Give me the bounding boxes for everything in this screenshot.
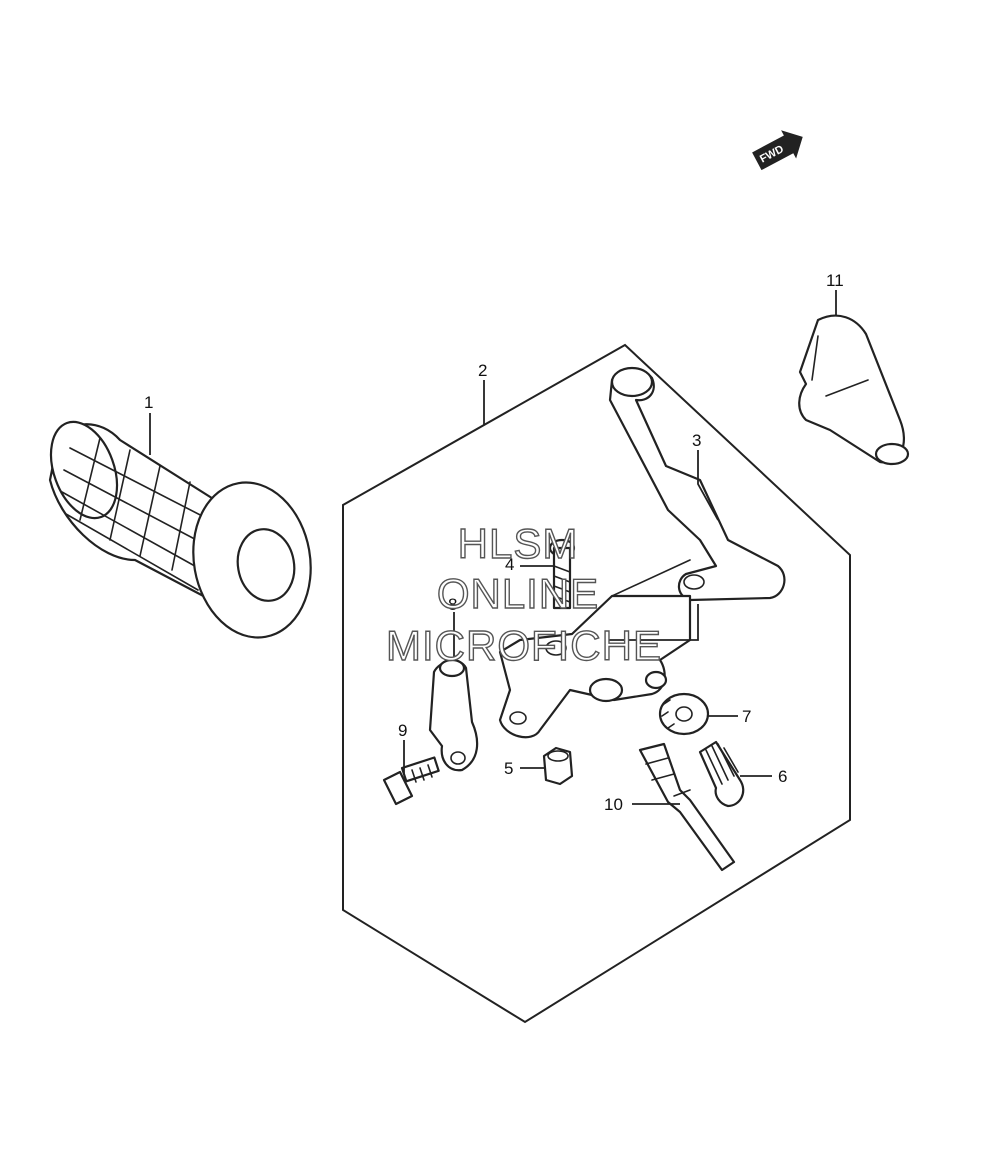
callout-8: 8 [448,595,457,614]
callout-7: 7 [742,707,751,726]
part-9-bolt [382,756,440,806]
callout-11: 11 [826,271,844,290]
part-5-nut [542,746,574,786]
callout-labels: 1 2 3 4 5 6 7 8 9 10 11 [144,271,844,814]
part-11-boot [798,314,910,466]
part-10-cable [638,742,736,872]
watermark-line-2: ONLINE [437,570,599,617]
callout-10: 10 [604,795,623,814]
watermark: HLSM ONLINE MICROFICHE [385,519,662,669]
callout-2: 2 [478,361,487,380]
part-1-grip [48,420,312,639]
callout-6: 6 [778,767,787,786]
callout-4: 4 [505,555,514,574]
watermark-line-3: MICROFICHE [386,622,662,669]
callout-3: 3 [692,431,701,450]
part-8-clamp [428,658,479,772]
assembly-boundary [342,343,851,1024]
part-6-adjuster [698,740,745,808]
callout-1: 1 [144,393,153,412]
part-4-pivot-bolt [548,538,576,610]
callout-5: 5 [504,759,513,778]
part-2-perch [498,559,692,739]
leader-lines [149,290,837,805]
fwd-arrow-icon: FWD [752,130,803,171]
callout-9: 9 [398,721,407,740]
watermark-line-1: HLSM [458,520,579,567]
part-7-locknut [658,692,710,736]
